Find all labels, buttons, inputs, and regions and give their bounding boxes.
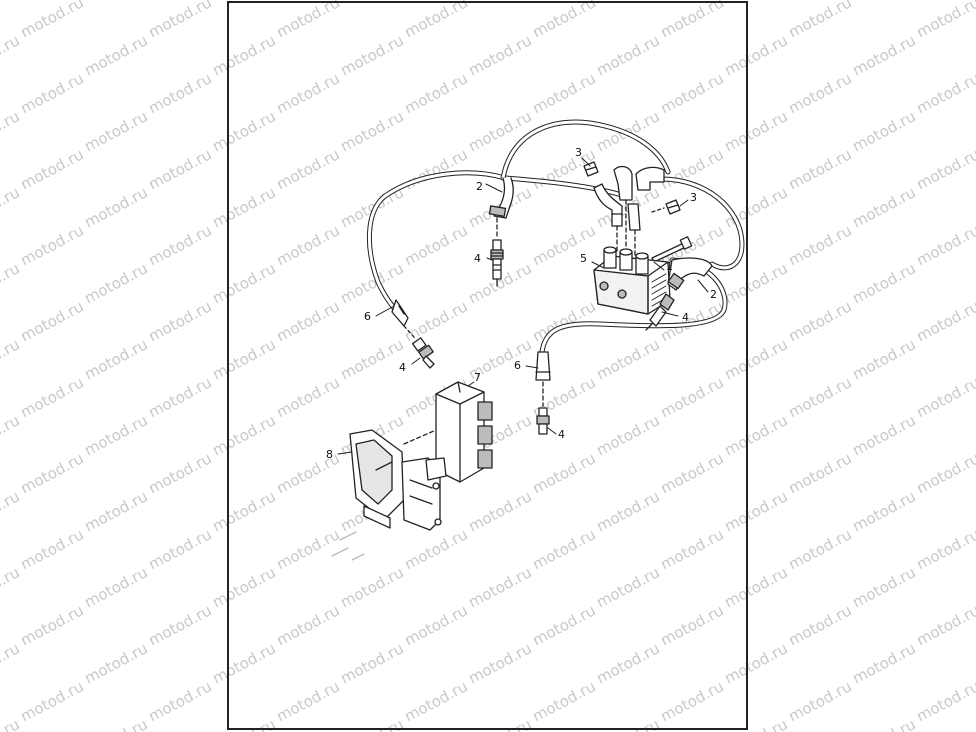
watermark-text: motod.ru [81, 183, 150, 231]
watermark-text: motod.ru [17, 449, 86, 497]
watermark-text: motod.ru [81, 639, 150, 687]
watermark-text: motod.ru [81, 107, 150, 155]
watermark-text: motod.ru [145, 677, 214, 725]
watermark-text: motod.ru [913, 69, 976, 117]
watermark-text: motod.ru [0, 563, 23, 611]
watermark-text: motod.ru [145, 0, 214, 42]
watermark-text: motod.ru [81, 411, 150, 459]
watermark-text: motod.ru [145, 297, 214, 345]
watermark-text: motod.ru [785, 373, 854, 421]
watermark-text: motod.ru [81, 259, 150, 307]
watermark-text: motod.ru [913, 221, 976, 269]
watermark-text: motod.ru [785, 69, 854, 117]
watermark-text: motod.ru [81, 335, 150, 383]
watermark-text: motod.ru [913, 0, 976, 42]
watermark-text: motod.ru [849, 31, 918, 79]
watermark-text: motod.ru [785, 601, 854, 649]
watermark-text: motod.ru [849, 487, 918, 535]
watermark-text: motod.ru [849, 107, 918, 155]
watermark-text: motod.ru [17, 677, 86, 725]
watermark-text: motod.ru [785, 297, 854, 345]
watermark-text: motod.ru [785, 0, 854, 42]
watermark-text: motod.ru [0, 639, 23, 687]
watermark-text: motod.ru [17, 297, 86, 345]
watermark-text: motod.ru [913, 373, 976, 421]
watermark-text: motod.ru [81, 487, 150, 535]
watermark-text: motod.ru [913, 145, 976, 193]
watermark-text: motod.ru [0, 31, 23, 79]
watermark-text: motod.ru [785, 221, 854, 269]
watermark-text: motod.ru [913, 449, 976, 497]
watermark-text: motod.ru [0, 487, 23, 535]
watermark-text: motod.ru [17, 0, 86, 42]
watermark-text: motod.ru [0, 107, 23, 155]
watermark-text: motod.ru [849, 0, 918, 4]
watermark-text: motod.ru [17, 221, 86, 269]
watermark-text: motod.ru [81, 563, 150, 611]
watermark-text: motod.ru [17, 145, 86, 193]
watermark-text: motod.ru [785, 145, 854, 193]
watermark-text: motod.ru [913, 601, 976, 649]
watermark-text: motod.ru [849, 411, 918, 459]
watermark-text: motod.ru [849, 183, 918, 231]
watermark-text: motod.ru [785, 677, 854, 725]
watermark-text: motod.ru [145, 525, 214, 573]
watermark-text: motod.ru [0, 259, 23, 307]
watermark-text: motod.ru [849, 639, 918, 687]
watermark-text: motod.ru [17, 525, 86, 573]
watermark-text: motod.ru [145, 221, 214, 269]
watermark-text: motod.ru [785, 525, 854, 573]
watermark-text: motod.ru [0, 335, 23, 383]
watermark-text: motod.ru [81, 715, 150, 732]
watermark-text: motod.ru [145, 601, 214, 649]
watermark-text: motod.ru [0, 183, 23, 231]
watermark-text: motod.ru [81, 0, 150, 4]
watermark-text: motod.ru [849, 715, 918, 732]
diagram-frame [227, 1, 748, 730]
watermark-text: motod.ru [849, 563, 918, 611]
watermark-text: motod.ru [145, 145, 214, 193]
watermark-text: motod.ru [0, 0, 23, 4]
watermark-text: motod.ru [913, 525, 976, 573]
watermark-text: motod.ru [0, 715, 23, 732]
watermark-text: motod.ru [913, 297, 976, 345]
watermark-text: motod.ru [17, 69, 86, 117]
watermark-text: motod.ru [913, 677, 976, 725]
watermark-text: motod.ru [17, 373, 86, 421]
watermark-text: motod.ru [849, 259, 918, 307]
watermark-text: motod.ru [17, 601, 86, 649]
watermark-text: motod.ru [0, 411, 23, 459]
watermark-text: motod.ru [785, 449, 854, 497]
watermark-text: motod.ru [145, 449, 214, 497]
watermark-text: motod.ru [849, 335, 918, 383]
watermark-text: motod.ru [145, 69, 214, 117]
watermark-text: motod.ru [145, 373, 214, 421]
watermark-text: motod.ru [81, 31, 150, 79]
